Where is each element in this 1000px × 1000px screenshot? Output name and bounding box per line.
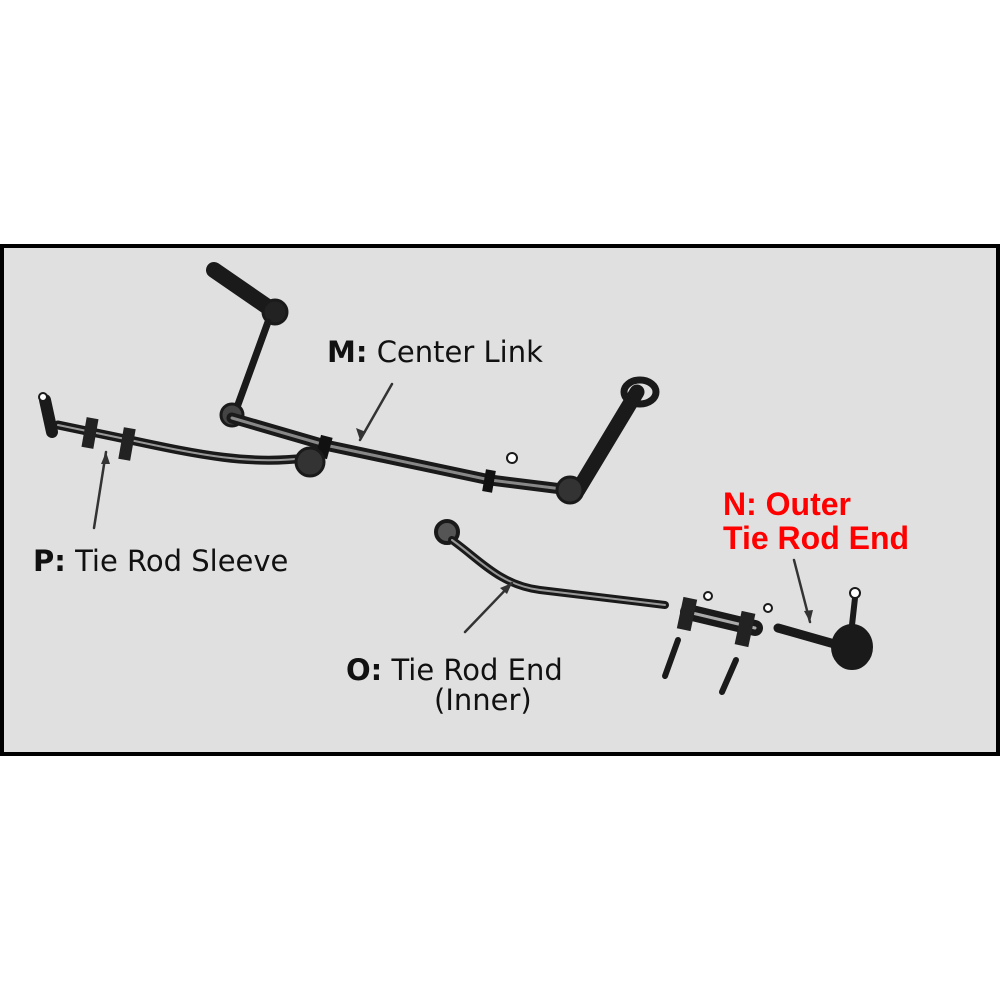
drag-link [232,318,272,414]
label-outer-line1: N: Outer [723,486,851,522]
clamp-bolt [719,657,739,695]
label-key: P: [33,544,66,578]
label-key: O: [346,653,383,687]
label-center-link: M: Center Link [327,336,543,368]
arrow-m [358,382,394,442]
pitman-joint [261,298,289,326]
left-tie-rod-end [39,394,58,438]
clamp-bolt [662,637,681,679]
arrow-p [92,450,108,530]
outer-tie-rod [773,623,843,650]
label-inner-sub: (Inner) [434,683,532,717]
label-key: M: [327,335,368,369]
label-outer-line2: Tie Rod End [723,520,910,556]
nut [506,452,518,464]
label-inner-tie-rod-end: O: Tie Rod End [346,654,563,686]
label-tie-rod-sleeve: P: Tie Rod Sleeve [33,545,288,577]
pitman-arm [206,262,280,318]
diagram-panel [0,244,1000,756]
center-link [226,412,576,496]
label-text: Tie Rod Sleeve [75,544,289,578]
outer-tie-rod-ball [831,624,873,670]
label-text: Tie Rod End [391,653,563,687]
label-text: Center Link [376,335,543,369]
idler-arm [570,384,645,498]
inner-tie-rod [448,536,669,609]
idler-joint [555,475,585,505]
